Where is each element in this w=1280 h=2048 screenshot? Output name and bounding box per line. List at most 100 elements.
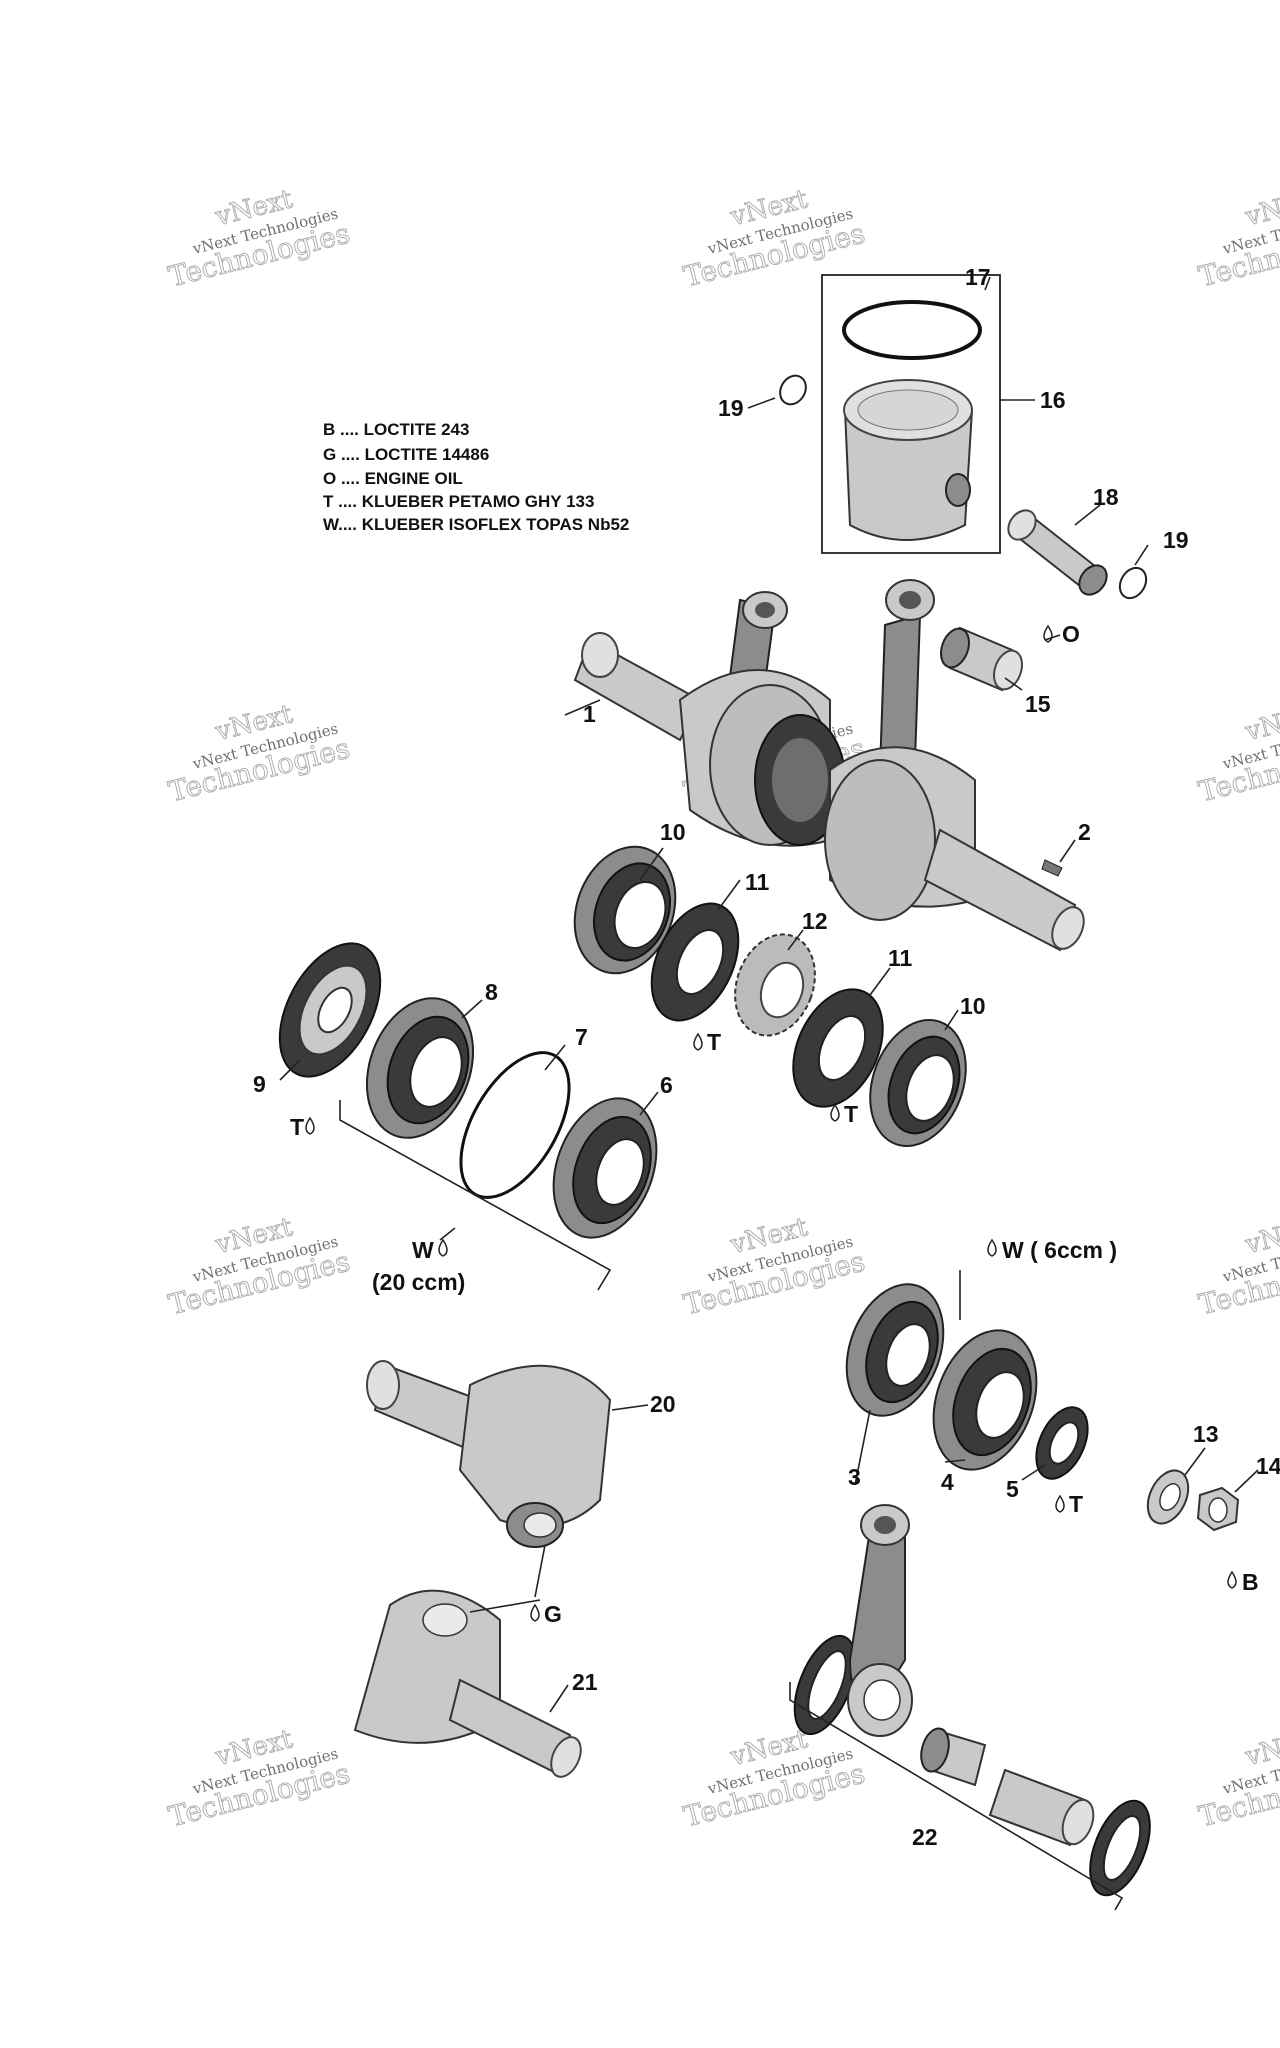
- watermark-6: vNext vNext Technologies Technologies: [1195, 699, 1280, 809]
- callout-11-upper: 11: [745, 869, 770, 895]
- svg-text:W: W: [412, 1237, 434, 1263]
- oil-drop-icon: [1227, 1570, 1237, 1589]
- gear-12: [734, 933, 816, 1037]
- callout-13: 13: [1193, 1421, 1219, 1447]
- watermark-8: vNext vNext Technologies Technologies: [680, 1212, 869, 1322]
- watermark-brand: vNext: [1242, 699, 1280, 747]
- legend-row-b: B .... LOCTITE 243: [323, 420, 469, 439]
- callout-10-lower: 10: [960, 993, 986, 1019]
- legend-row-g: G .... LOCTITE 14486: [323, 445, 489, 464]
- nut-14: [1196, 1486, 1240, 1532]
- callout-11-lower: 11: [888, 945, 913, 971]
- svg-text:B: B: [1242, 1569, 1259, 1595]
- piston-pin: [1007, 509, 1108, 596]
- seal-11-lower: [792, 988, 884, 1108]
- callout-19-right: 19: [1163, 527, 1189, 553]
- piston: [843, 379, 974, 541]
- callout-3: 3: [848, 1464, 861, 1490]
- lube-mark-o: O: [1043, 621, 1080, 647]
- piston-kit-box: [821, 274, 1001, 554]
- piston-ring: [842, 300, 982, 360]
- svg-text:T: T: [844, 1101, 858, 1127]
- callout-15: 15: [1025, 691, 1051, 717]
- callout-12: 12: [802, 908, 828, 934]
- seal-5: [1035, 1406, 1089, 1480]
- callout-16: 16: [1040, 387, 1066, 413]
- callout-19-left: 19: [718, 395, 744, 421]
- lube-mark-w-bearings: W (20 ccm): [372, 1237, 465, 1295]
- oil-drop-icon: [693, 1032, 703, 1051]
- oil-drop-icon: [1055, 1494, 1065, 1513]
- svg-text:T: T: [707, 1029, 721, 1055]
- watermark-7: vNext vNext Technologies Technologies: [165, 1212, 354, 1322]
- seal-9: [278, 942, 382, 1078]
- lube-mark-t-5: T: [1055, 1491, 1083, 1517]
- bearing-8: [365, 997, 475, 1139]
- leader-lines: [279, 276, 1259, 1911]
- watermark-4: vNext vNext Technologies Technologies: [165, 699, 354, 809]
- callout-9: 9: [253, 1071, 266, 1097]
- callout-10-upper: 10: [660, 819, 686, 845]
- lube-mark-w-4: W ( 6ccm ): [987, 1237, 1117, 1263]
- watermark-9: vNext vNext Technologies Technologies: [1195, 1212, 1280, 1322]
- svg-text:W ( 6ccm ): W ( 6ccm ): [1002, 1237, 1117, 1263]
- needle-bearing-top: [939, 626, 1024, 692]
- watermark-3: vNext vNext Technologies Technologies: [1195, 184, 1280, 294]
- callout-6: 6: [660, 1072, 673, 1098]
- callout-2: 2: [1078, 819, 1091, 845]
- svg-text:T: T: [1069, 1491, 1083, 1517]
- bearing-10-lower: [869, 1019, 967, 1147]
- oil-drop-icon: [1043, 624, 1053, 643]
- watermark-brand: vNext: [1242, 1724, 1280, 1772]
- crankshaft-assembly: [573, 579, 1085, 952]
- crank-half-21: [353, 1589, 582, 1778]
- callout-8: 8: [485, 979, 498, 1005]
- legend-row-w: W.... KLUEBER ISOFLEX TOPAS Nb52: [323, 515, 629, 534]
- watermark-10: vNext vNext Technologies Technologies: [165, 1724, 354, 1834]
- circlip-right: [1118, 566, 1148, 600]
- svg-text:T: T: [290, 1114, 304, 1140]
- callout-18: 18: [1093, 484, 1119, 510]
- circlip-left: [779, 374, 807, 406]
- watermark-brand: vNext: [1242, 1212, 1280, 1260]
- woodruff-key: [1041, 859, 1063, 877]
- oil-drop-icon: [530, 1603, 540, 1622]
- svg-text:(20 ccm): (20 ccm): [372, 1269, 465, 1295]
- callout-17: 17: [965, 264, 991, 290]
- oil-drop-icon: [987, 1238, 997, 1257]
- connecting-rod-kit-22: [793, 1504, 1151, 1897]
- svg-text:O: O: [1062, 621, 1080, 647]
- bearing-10-upper: [573, 845, 677, 975]
- piston-group: [779, 274, 1148, 692]
- callout-21: 21: [572, 1669, 598, 1695]
- callout-labels: 1 2 3 4 5 6 7 8 9 10 10 11 11 12 13 14 1…: [253, 264, 1280, 1850]
- callout-14: 14: [1256, 1453, 1280, 1479]
- legend-row-t: T .... KLUEBER PETAMO GHY 133: [323, 492, 594, 511]
- callout-20: 20: [650, 1391, 676, 1417]
- watermark-1: vNext vNext Technologies Technologies: [165, 184, 354, 294]
- crank-half-20: [366, 1360, 612, 1548]
- watermark-12: vNext vNext Technologies Technologies: [1195, 1724, 1280, 1834]
- callout-1: 1: [583, 701, 596, 727]
- callout-22: 22: [912, 1824, 938, 1850]
- callout-4: 4: [941, 1469, 954, 1495]
- bearing-3: [845, 1283, 945, 1417]
- lube-mark-t-11-upper: T: [693, 1029, 721, 1055]
- washer-13: [1146, 1469, 1190, 1525]
- bearing-6: [552, 1097, 658, 1239]
- oil-drop-icon: [305, 1116, 315, 1135]
- lube-mark-t-11-lower: T: [830, 1101, 858, 1127]
- oil-drop-icon: [830, 1103, 840, 1122]
- callout-7: 7: [575, 1024, 588, 1050]
- lube-mark-t-9: T: [290, 1114, 315, 1140]
- watermark-brand: vNext: [1242, 184, 1280, 232]
- legend-row-o: O .... ENGINE OIL: [323, 469, 463, 488]
- lubricant-legend: B .... LOCTITE 243 G .... LOCTITE 14486 …: [323, 420, 629, 534]
- svg-text:G: G: [544, 1601, 562, 1627]
- lubricant-marks: O T T T T W (20 ccm) W ( 6ccm ) G: [290, 621, 1259, 1627]
- lube-mark-b: B: [1227, 1569, 1259, 1595]
- bearing-4: [932, 1329, 1038, 1471]
- lube-mark-g: G: [530, 1601, 562, 1627]
